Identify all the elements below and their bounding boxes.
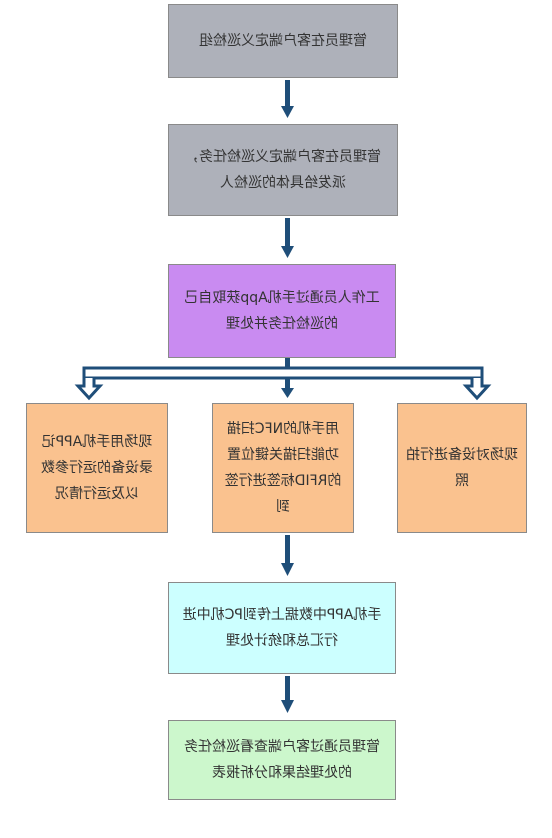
step4-nfc-checkin: 用手机的NFC扫描功能扫描关键位置的RFID标签进行签到	[212, 403, 354, 533]
step1-label: 管理员在客户端定义巡检组	[199, 33, 367, 49]
arrow-step1-to-step2	[281, 80, 294, 118]
step4-take-photo: 现场对设备进行拍照	[397, 403, 527, 533]
step2-label: 管理员在客户端定义巡检任务，派发给具体的巡检人	[185, 149, 381, 191]
step4-record-parameters: 现场用手机APP记录设备的运行参数以及运行情况	[26, 403, 168, 533]
step6-label: 管理员通过客户端查看巡检任务的处理结果和分析报表	[184, 739, 380, 781]
step4-middle-label: 用手机的NFC扫描功能扫描关键位置的RFID标签进行签到	[224, 421, 342, 515]
step4-left-label: 现场用手机APP记录设备的运行参数以及运行情况	[41, 434, 153, 502]
step5-label: 手机APP中数据上传到PC机中进行汇总和统计处理	[182, 607, 382, 649]
arrow-step5-to-step6	[281, 676, 294, 713]
step3-label: 工作人员通过手机App获取自己的巡检任务并处理	[184, 290, 380, 332]
step4-right-label: 现场对设备进行拍照	[406, 447, 518, 489]
step5-upload-data: 手机APP中数据上传到PC机中进行汇总和统计处理	[168, 582, 396, 674]
arrow-step4-to-step5	[281, 535, 294, 576]
branch-connector	[74, 358, 492, 401]
step2-define-and-dispatch-task: 管理员在客户端定义巡检任务，派发给具体的巡检人	[168, 124, 398, 216]
step3-worker-get-task: 工作人员通过手机App获取自己的巡检任务并处理	[168, 264, 396, 358]
step1-define-inspection-group: 管理员在客户端定义巡检组	[168, 4, 398, 78]
arrow-step2-to-step3	[281, 218, 294, 258]
step6-view-results: 管理员通过客户端查看巡检任务的处理结果和分析报表	[168, 720, 396, 800]
